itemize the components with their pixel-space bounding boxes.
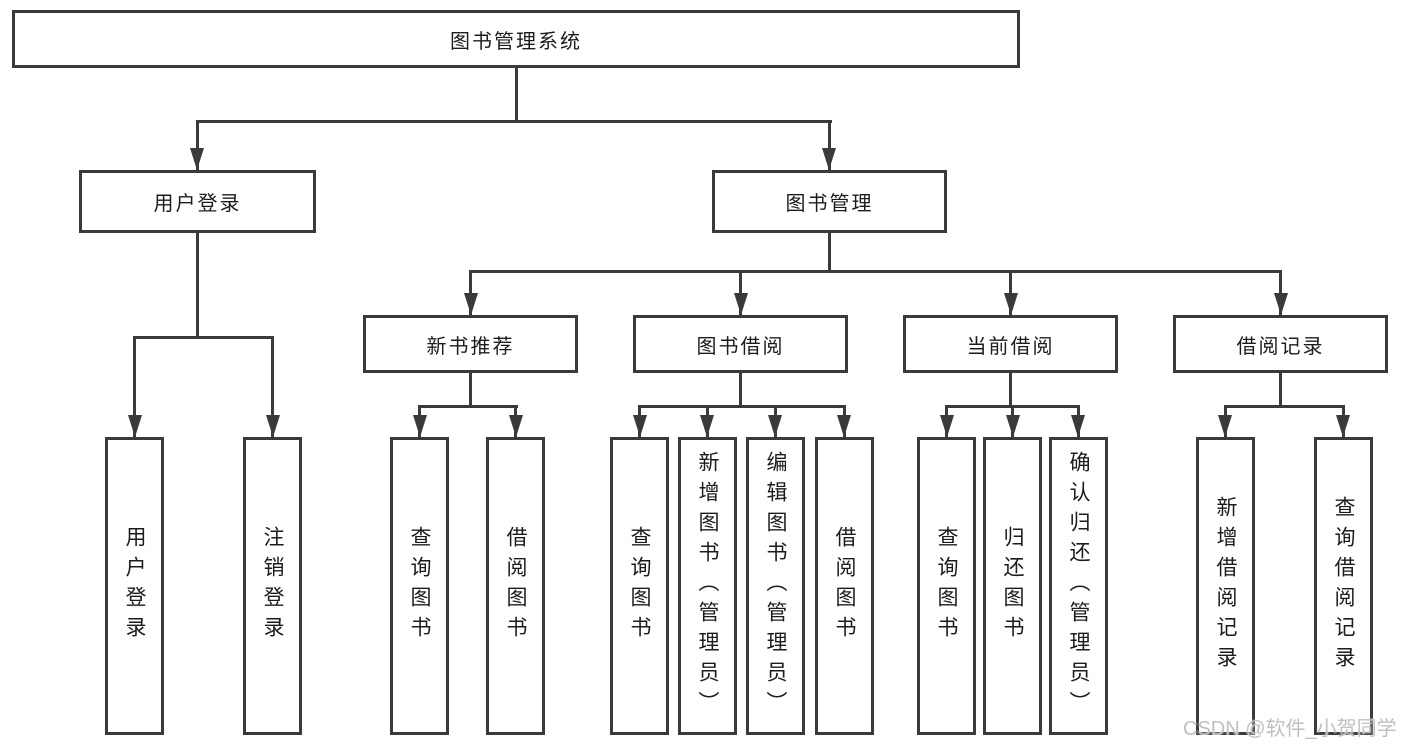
arrow-down-icon — [464, 293, 478, 315]
arrow-down-icon — [633, 415, 647, 437]
leaf-query-books-current: 查询图书 — [917, 437, 976, 735]
node-label: 当前借阅 — [966, 335, 1055, 358]
leaf-confirm-return-admin: 确认归还（管理员） — [1049, 437, 1108, 735]
connector-drop-book-borrowing — [739, 270, 742, 315]
connector-records-stem — [1279, 373, 1282, 406]
arrow-down-icon — [190, 148, 204, 170]
arrow-down-icon — [734, 293, 748, 315]
leaf-logout: 注销登录 — [243, 437, 302, 735]
arrow-down-icon — [413, 415, 427, 437]
connector-records-rail — [1224, 405, 1345, 408]
connector-bookmgmt-stem — [828, 233, 831, 272]
node-label: 新书推荐 — [426, 335, 515, 358]
node-label: 查询图书 — [628, 526, 651, 646]
node-current-borrowing: 当前借阅 — [903, 315, 1118, 373]
connector-newbook-stem — [469, 373, 472, 406]
leaf-return-books: 归还图书 — [983, 437, 1042, 735]
connector-current-stem — [1009, 373, 1012, 406]
node-label: 归还图书 — [1001, 526, 1024, 646]
arrow-down-icon — [266, 415, 280, 437]
leaf-query-borrow-record: 查询借阅记录 — [1314, 437, 1373, 735]
node-label: 借阅记录 — [1236, 335, 1325, 358]
connector-drop-leaf-logout — [271, 336, 274, 437]
node-label: 图书管理 — [785, 193, 874, 215]
node-book-borrowing: 图书借阅 — [633, 315, 848, 373]
connector-userlogin-stem — [196, 233, 199, 337]
arrow-down-icon — [700, 415, 714, 437]
arrow-down-icon — [822, 148, 836, 170]
node-label: 注销登录 — [261, 526, 284, 646]
connector-borrowing-rail — [638, 405, 846, 408]
connector-drop-user-login — [196, 120, 199, 170]
node-borrowing-records: 借阅记录 — [1173, 315, 1388, 373]
connector-drop-borrowing-records — [1279, 270, 1282, 315]
csdn-watermark: CSDN @软件_小贺同学 — [1183, 718, 1397, 740]
connector-drop-leaf-user-login — [133, 336, 136, 437]
arrow-down-icon — [1071, 415, 1085, 437]
leaf-query-books-recommend: 查询图书 — [390, 437, 449, 735]
node-root-book-management-system: 图书管理系统 — [12, 10, 1020, 68]
leaf-add-book-admin: 新增图书（管理员） — [678, 437, 737, 735]
connector-root-stem — [515, 68, 518, 121]
node-label: 查询图书 — [935, 526, 958, 646]
arrow-down-icon — [128, 415, 142, 437]
arrow-down-icon — [1274, 293, 1288, 315]
arrow-down-icon — [1218, 415, 1232, 437]
connector-newbook-rail — [418, 405, 518, 408]
arrow-down-icon — [509, 415, 523, 437]
leaf-query-books-borrowing: 查询图书 — [610, 437, 669, 735]
arrow-down-icon — [768, 415, 782, 437]
node-label: 用户登录 — [153, 193, 242, 215]
arrow-down-icon — [940, 415, 954, 437]
leaf-edit-book-admin: 编辑图书（管理员） — [746, 437, 805, 735]
node-label: 图书借阅 — [696, 335, 785, 358]
connector-bookmgmt-rail — [469, 270, 1282, 273]
node-book-management-group: 图书管理 — [712, 170, 947, 233]
arrow-down-icon — [837, 415, 851, 437]
leaf-borrow-books-borrowing: 借阅图书 — [815, 437, 874, 735]
connector-borrowing-stem — [739, 373, 742, 406]
node-label: 新增图书（管理员） — [696, 451, 719, 721]
connector-root-rail — [196, 120, 832, 123]
node-label: 图书管理系统 — [450, 30, 582, 53]
leaf-add-borrow-record: 新增借阅记录 — [1196, 437, 1255, 735]
node-label: 用户登录 — [123, 526, 146, 646]
node-label: 查询图书 — [408, 526, 431, 646]
leaf-user-login: 用户登录 — [105, 437, 164, 735]
node-new-book-recommend: 新书推荐 — [363, 315, 578, 373]
node-label: 查询借阅记录 — [1332, 496, 1355, 676]
leaf-borrow-books-recommend: 借阅图书 — [486, 437, 545, 735]
arrow-down-icon — [1006, 415, 1020, 437]
connector-drop-current-borrowing — [1009, 270, 1012, 315]
arrow-down-icon — [1004, 293, 1018, 315]
connector-drop-new-book — [469, 270, 472, 315]
node-user-login-group: 用户登录 — [79, 170, 316, 233]
node-label: 确认归还（管理员） — [1067, 451, 1090, 721]
connector-drop-book-management — [828, 120, 831, 170]
node-label: 借阅图书 — [504, 526, 527, 646]
arrow-down-icon — [1336, 415, 1350, 437]
node-label: 编辑图书（管理员） — [764, 451, 787, 721]
node-label: 新增借阅记录 — [1214, 496, 1237, 676]
node-label: 借阅图书 — [833, 526, 856, 646]
connector-userlogin-rail — [133, 336, 274, 339]
